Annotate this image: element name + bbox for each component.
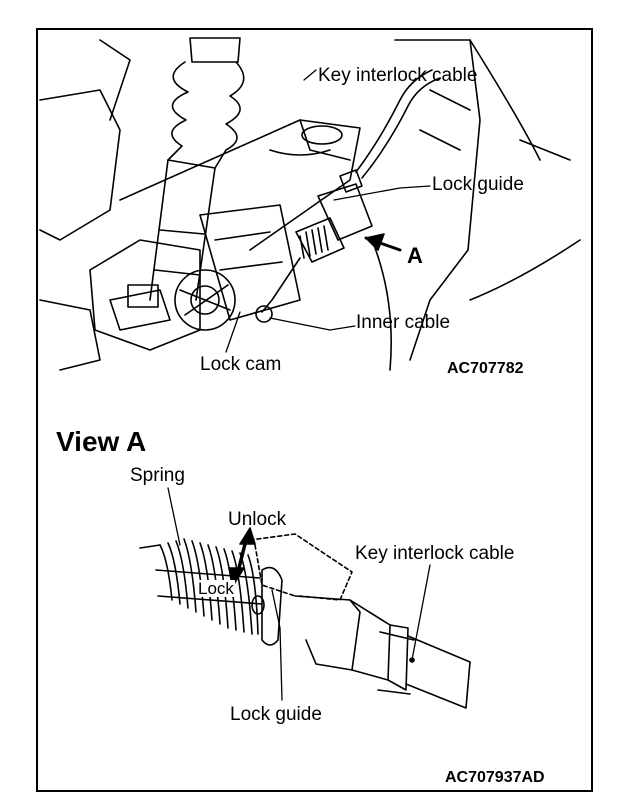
label-lock: Lock (197, 579, 235, 598)
diagram-frame (36, 28, 593, 792)
label-lock-guide-top: Lock guide (432, 174, 524, 195)
top-leader-lines (225, 69, 431, 353)
unlock-lock-arrow (228, 527, 256, 585)
label-inner-cable: Inner cable (356, 312, 451, 333)
label-lock-guide-bottom: Lock guide (230, 704, 322, 725)
view-a-title: View A (56, 426, 147, 457)
view-a-arrowhead (365, 233, 385, 251)
label-unlock: Unlock (228, 509, 287, 530)
label-key-interlock-cable-bottom: Key interlock cable (355, 543, 515, 564)
label-view-a-arrow: A (407, 243, 423, 268)
steering-column-illustration (39, 37, 581, 371)
bottom-leader-lines (167, 487, 431, 701)
figure-code-bottom: AC707937AD (445, 769, 545, 786)
label-key-interlock-cable-top: Key interlock cable (318, 65, 478, 86)
figure-code-top: AC707782 (447, 360, 524, 377)
label-spring: Spring (130, 465, 185, 486)
label-lock-cam: Lock cam (200, 354, 282, 375)
